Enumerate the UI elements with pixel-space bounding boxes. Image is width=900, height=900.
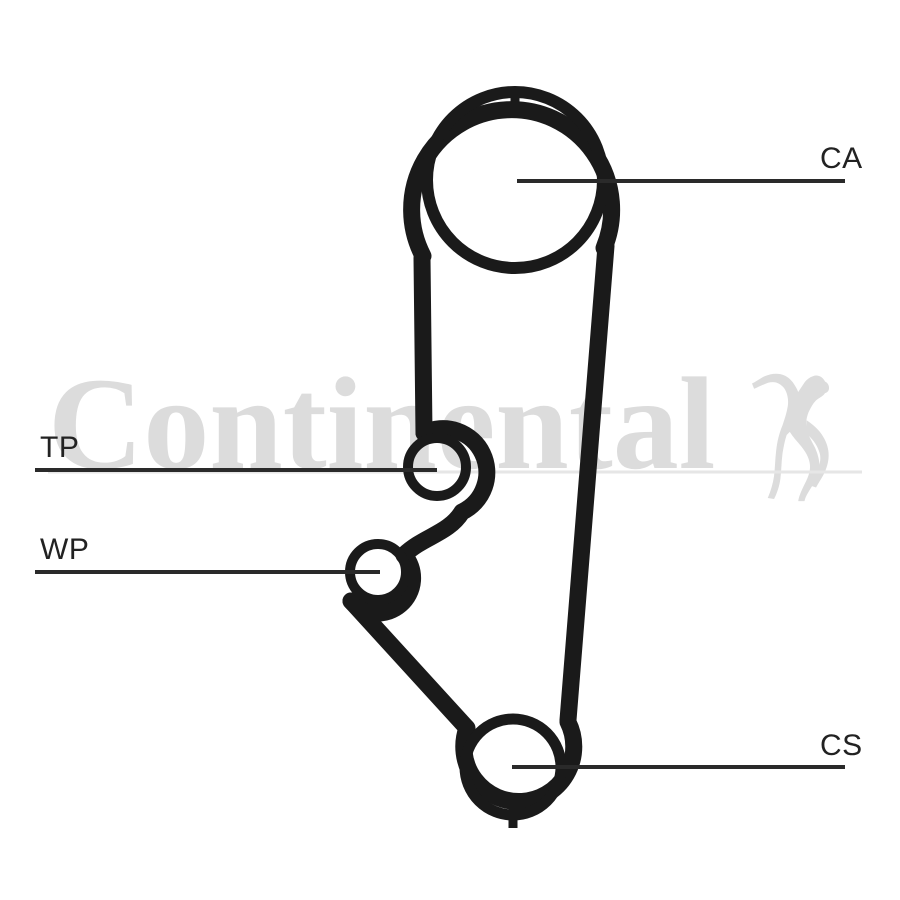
tensioner-pulley-rim (403, 433, 471, 501)
callout-cs[interactable]: CS (512, 729, 863, 769)
belt-wrap-camshaft (403, 101, 621, 265)
watermark-brand-text: Continental (48, 350, 715, 497)
belt-wrap-waterpump (342, 546, 422, 622)
callout-tp-label: TP (40, 431, 79, 464)
callout-ca[interactable]: CA (517, 142, 863, 183)
callout-tp[interactable]: TP (35, 431, 437, 472)
callout-ca-label: CA (820, 142, 863, 175)
callout-cs-label: CS (820, 729, 863, 762)
belt-strand-upper-left (413, 249, 433, 442)
callout-wp[interactable]: WP (35, 533, 380, 574)
callouts-group: CA TP WP CS (35, 142, 863, 769)
rearing-horse-logo (752, 373, 830, 502)
belt-strand-lower-left (342, 592, 475, 736)
belt-strand-s-curve (395, 503, 471, 564)
belt-strand-right (559, 237, 615, 729)
callout-wp-label: WP (40, 533, 89, 566)
belt-wrap-tensioner (415, 420, 496, 521)
